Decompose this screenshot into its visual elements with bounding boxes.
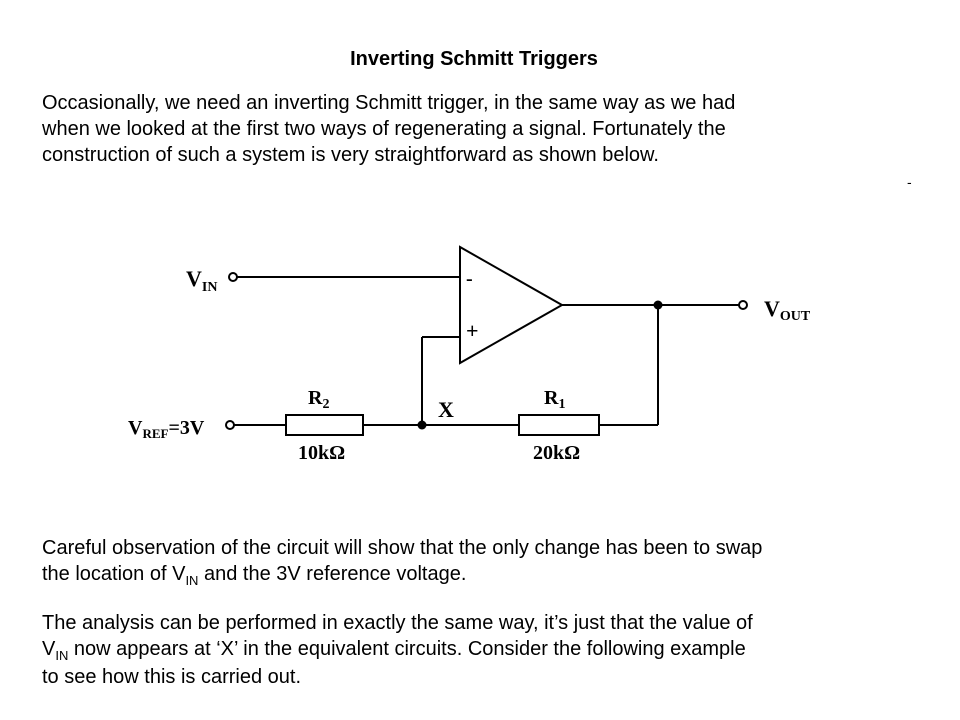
r2-value: 10kΩ [298, 442, 345, 464]
analysis-line: VIN now appears at ‘X’ in the equivalent… [42, 636, 922, 664]
r1-resistor [518, 414, 600, 436]
vout-label: VOUT [764, 296, 811, 324]
opamp-plus-sign: + [466, 318, 479, 343]
intro-line: Occasionally, we need an inverting Schmi… [42, 92, 736, 114]
vin-terminal [228, 272, 238, 282]
observation-line: Careful observation of the circuit will … [42, 537, 763, 559]
subscript-in: IN [55, 648, 69, 663]
subscript-in: IN [185, 573, 199, 588]
observation-text: the location of V [42, 563, 186, 585]
intro-paragraph: Occasionally, we need an inverting Schmi… [42, 90, 922, 168]
analysis-text: now appears at ‘X’ in the equivalent cir… [68, 638, 746, 660]
observation-line: the location of VIN and the 3V reference… [42, 561, 922, 589]
analysis-paragraph: The analysis can be performed in exactly… [42, 610, 922, 690]
analysis-text: V [42, 638, 56, 660]
node-x-label: X [438, 397, 454, 422]
intro-line: construction of such a system is very st… [42, 144, 659, 166]
observation-paragraph: Careful observation of the circuit will … [42, 535, 922, 589]
r2-resistor [285, 414, 364, 436]
r2-label: R2 [308, 387, 329, 412]
stray-dash-mark: - [907, 174, 912, 190]
analysis-line: to see how this is carried out. [42, 666, 302, 688]
r1-value: 20kΩ [533, 442, 580, 464]
vin-label: VIN [186, 266, 217, 295]
page-title: Inverting Schmitt Triggers [350, 48, 598, 70]
opamp-minus-sign: - [466, 268, 473, 290]
analysis-line: The analysis can be performed in exactly… [42, 612, 753, 634]
vout-terminal [738, 300, 748, 310]
vref-label: VREF=3V [128, 417, 205, 441]
intro-line: when we looked at the first two ways of … [42, 118, 726, 140]
observation-text: and the 3V reference voltage. [198, 563, 467, 585]
opamp-triangle [459, 245, 565, 365]
r1-label: R1 [544, 387, 565, 412]
vref-terminal [225, 420, 235, 430]
